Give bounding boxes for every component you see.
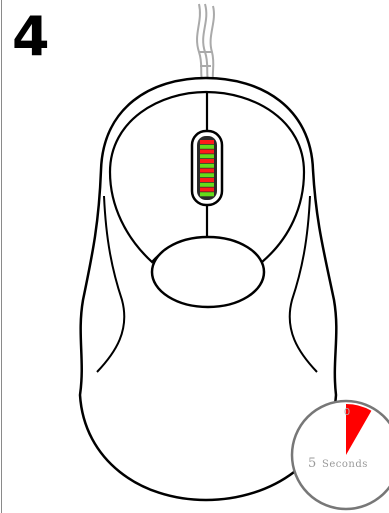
mouse-cable	[197, 4, 214, 80]
timer-zero-mark: 0	[344, 407, 350, 418]
wheel-segment-green	[200, 145, 214, 149]
wheel-segment-green	[200, 164, 214, 168]
wheel-segment-red	[200, 188, 214, 192]
wheel-segment-green	[200, 192, 214, 196]
timer-unit-label: Seconds	[322, 459, 368, 470]
wheel-segment-red	[200, 169, 214, 173]
timer-dial: 0 5 Seconds	[292, 401, 389, 509]
wheel-segment-green	[200, 154, 214, 158]
wheel-segment-red	[200, 178, 214, 182]
timer-value: 5	[308, 456, 316, 471]
wheel-segment-red	[200, 150, 214, 154]
scroll-wheel	[192, 131, 222, 205]
wheel-segment-green	[200, 173, 214, 177]
wheel-segment-green	[200, 183, 214, 187]
wheel-segment-red	[200, 140, 214, 144]
wheel-segment-red	[200, 159, 214, 163]
